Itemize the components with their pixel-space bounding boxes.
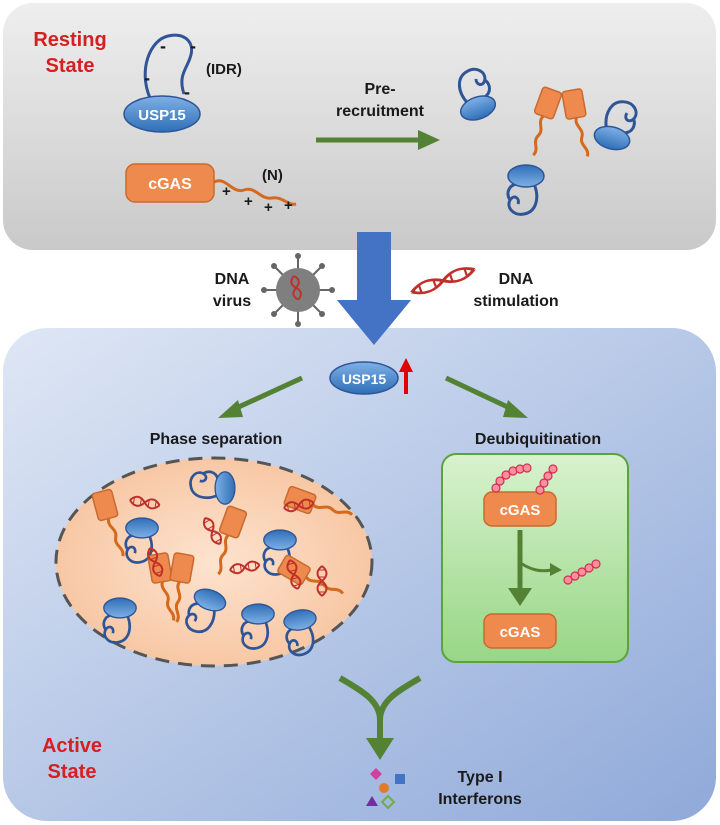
- n-plus-1: +: [222, 183, 231, 200]
- interferon-molecules-icon: [366, 768, 405, 810]
- pre-recruitment-arrow: [316, 130, 440, 150]
- dna-stimulation-label-line1: DNA: [499, 271, 534, 288]
- n-plus-4: +: [284, 197, 293, 214]
- usp15-active-label: USP15: [342, 371, 387, 387]
- type-i-interferons-line1: Type I: [457, 769, 502, 786]
- idr-minus-2: -: [190, 36, 196, 56]
- idr-label: (IDR): [206, 61, 242, 78]
- cgas-resting-label: cGAS: [148, 176, 192, 193]
- usp15-resting: [123, 95, 201, 133]
- dna-virus-label-line1: DNA: [215, 271, 250, 288]
- pre-recruitment-label-line2: recruitment: [336, 103, 425, 120]
- usp15-resting-label: USP15: [138, 107, 186, 124]
- released-ubiquitin-chain: [563, 559, 601, 585]
- deubiquitination-label: Deubiquitination: [475, 431, 601, 448]
- phase-separation-label: Phase separation: [150, 431, 283, 448]
- branch-arrow-left: [218, 375, 304, 418]
- cgas-ubiquitinated: [483, 491, 557, 527]
- n-plus-2: +: [244, 193, 253, 210]
- n-plus-3: +: [264, 199, 273, 216]
- stimulus-arrow-head: [337, 300, 411, 345]
- converging-arrow: [338, 675, 422, 760]
- branch-arrow-right: [444, 375, 528, 418]
- usp15-idr-loop: [143, 33, 193, 99]
- cgas-bottom-label: cGAS: [500, 624, 541, 641]
- cgas-n-tail: [213, 179, 297, 206]
- ubiquitin-chain-right: [535, 464, 558, 495]
- active-state-title-line1: Active: [42, 735, 102, 757]
- resting-state-title-line2: State: [46, 55, 95, 77]
- ubiquitin-chain-left: [491, 463, 532, 493]
- idr-minus-3: -: [144, 68, 150, 88]
- usp15-upregulation-arrow: [399, 358, 413, 394]
- type-i-interferons-line2: Interferons: [438, 791, 522, 808]
- n-label: (N): [262, 167, 283, 184]
- cgas-deubiquitinated: [483, 613, 557, 649]
- cgas-resting: [125, 163, 215, 203]
- cgas-top-label: cGAS: [500, 502, 541, 519]
- dna-virus-label-line2: virus: [213, 293, 251, 310]
- pre-recruitment-label-line1: Pre-: [364, 81, 395, 98]
- resting-state-title-line1: Resting: [33, 29, 106, 51]
- idr-minus-1: -: [160, 36, 166, 56]
- idr-minus-4: -: [184, 82, 190, 102]
- dna-stimulation-helix: [410, 264, 476, 297]
- deubiquitination-arrow: [508, 530, 562, 606]
- dna-stimulation-label-line2: stimulation: [473, 293, 558, 310]
- usp15-active: [329, 361, 399, 395]
- active-state-title-line2: State: [48, 761, 97, 783]
- dna-virus-icon: [261, 253, 335, 327]
